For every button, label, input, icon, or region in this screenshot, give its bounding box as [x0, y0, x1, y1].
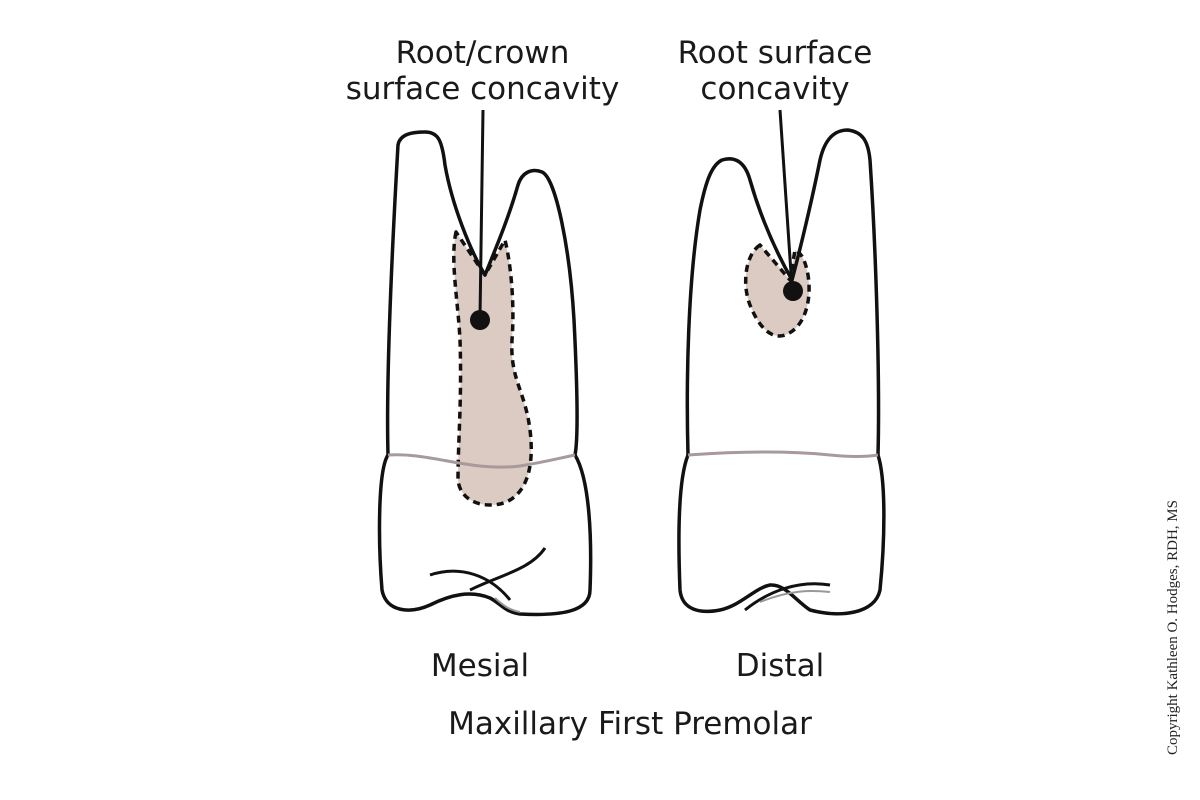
distal-callout-line1: Root surface [677, 35, 873, 71]
distal-callout-line [778, 109, 794, 289]
distal-callout-label: Root surface concavity [660, 35, 890, 107]
mesial-root-outline [385, 130, 579, 456]
mesial-callout-line [478, 109, 485, 319]
distal-tooth [677, 109, 886, 616]
distal-concavity-area [743, 243, 811, 338]
diagram-title: Maxillary First Premolar [448, 706, 812, 742]
distal-callout-line2: concavity [700, 71, 850, 107]
mesial-callout-line2: surface concavity [345, 71, 620, 107]
mesial-tooth [377, 109, 593, 617]
distal-callout-dot [783, 281, 803, 301]
mesial-callout-line1: Root/crown [395, 35, 570, 71]
mesial-cej-line [387, 453, 576, 469]
mesial-crown-outline [377, 454, 593, 617]
mesial-occlusal-ridge [429, 569, 512, 601]
mesial-callout-label: Root/crown surface concavity [330, 35, 635, 107]
distal-root-outline [685, 128, 881, 456]
distal-occlusal-ridge [744, 582, 831, 612]
distal-view-label: Distal [735, 648, 825, 684]
mesial-view-label: Mesial [430, 648, 530, 684]
copyright-notice: Copyright Kathleen O. Hodges, RDH, MS [1165, 500, 1181, 755]
distal-crown-outline [677, 454, 886, 616]
mesial-callout-dot [470, 310, 490, 330]
mesial-marginal-groove [469, 547, 547, 592]
mesial-concavity-area [452, 230, 533, 507]
distal-cej-line [687, 450, 879, 458]
